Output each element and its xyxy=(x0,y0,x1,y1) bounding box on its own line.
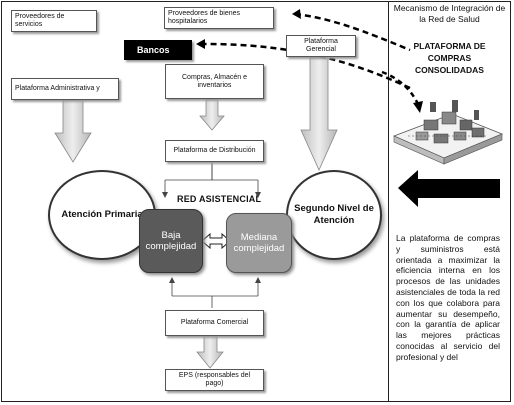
node-plataforma-gerencial: Plataforma Gerencial xyxy=(286,35,356,57)
node-segundo-nivel: Segundo Nivel de Atención xyxy=(286,170,382,260)
down-arrow-admin xyxy=(54,99,92,163)
node-plataforma-distribucion: Plataforma de Distribución xyxy=(165,140,264,162)
node-plataforma-comercial: Plataforma Comercial xyxy=(165,310,264,336)
down-arrow-gerencial xyxy=(300,57,338,171)
node-baja-complejidad: Baja complejidad xyxy=(139,209,203,273)
sidebar-description: La plataforma de compras y suministros e… xyxy=(396,233,500,362)
sidebar-panel xyxy=(388,1,511,402)
node-proveedores-bienes: Proveedores de bienes hospitalarios xyxy=(164,7,274,29)
node-compras-almacen: Compras, Almacén e inventarios xyxy=(165,64,264,99)
down-arrow-compras xyxy=(199,99,225,131)
node-eps: EPS (responsables del pago) xyxy=(165,369,264,391)
node-proveedores-servicios: Proveedores de servicios xyxy=(11,10,97,32)
sidebar-subtitle: PLATAFORMA DE COMPRAS CONSOLIDADAS xyxy=(413,41,486,75)
dashed-arrow-bancos xyxy=(204,42,411,90)
node-plataforma-administrativa: Plataforma Administrativa y xyxy=(11,78,119,100)
sidebar-title: Mecanismo de Integración de la Red de Sa… xyxy=(393,3,506,24)
big-left-arrow xyxy=(398,170,500,207)
platform-building-illustration xyxy=(392,100,504,165)
node-mediana-complejidad: Mediana complejidad xyxy=(226,213,292,273)
dashed-arrow-down xyxy=(381,70,420,105)
red-asistencial-label: RED ASISTENCIAL xyxy=(177,194,262,204)
dashed-arrow-bienes xyxy=(294,12,411,52)
down-arrow-eps xyxy=(196,335,224,369)
node-bancos: Bancos xyxy=(124,40,192,60)
